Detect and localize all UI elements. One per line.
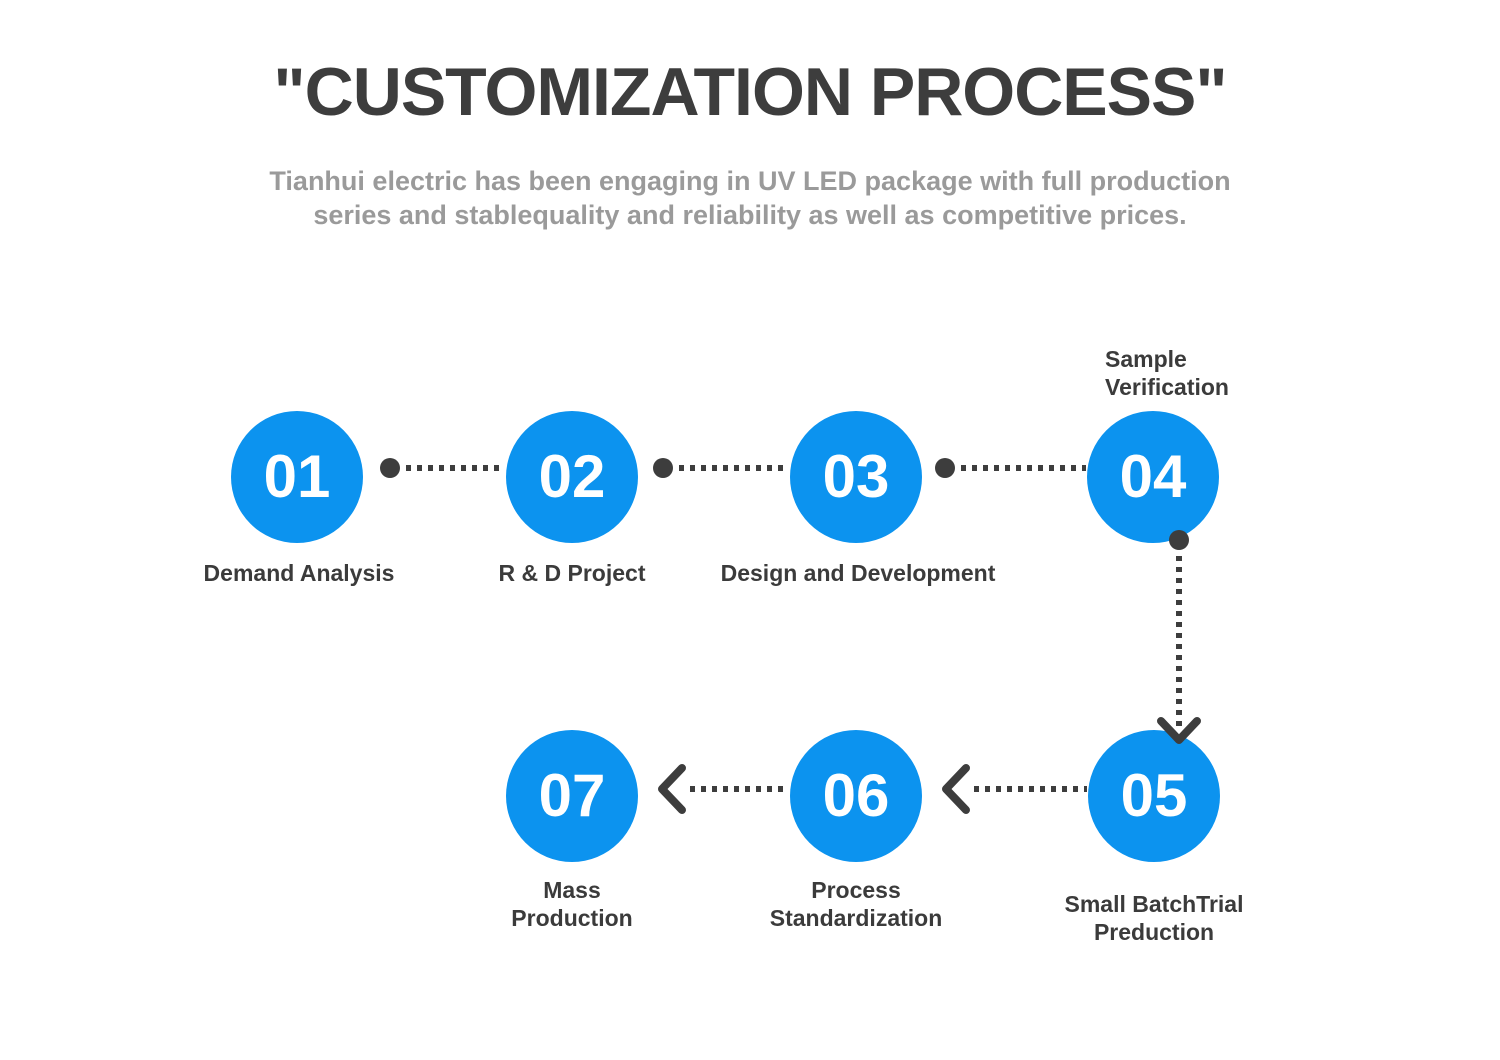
step-circle-06: 06	[790, 730, 922, 862]
page-title: "CUSTOMIZATION PROCESS"	[273, 54, 1227, 130]
step-label-small-batch-trial-line-2: Preduction	[1093, 919, 1215, 945]
step-label-process-standardization-line-2: Standardization	[769, 905, 943, 931]
step-label-mass-production: Mass Production	[511, 876, 632, 932]
page-subtitle-line-2: series and stablequality and reliability…	[313, 200, 1187, 230]
step-number-05: 05	[1120, 762, 1188, 829]
arrow-left-icon-2	[658, 764, 686, 814]
connector-dot-1	[380, 458, 400, 478]
step-circle-02: 02	[506, 411, 638, 543]
step-label-demand-analysis: Demand Analysis	[203, 560, 395, 586]
step-label-rd-project: R & D Project	[498, 560, 646, 586]
step-label-small-batch-trial-line-1: Small BatchTrial	[1064, 891, 1244, 917]
step-label-sample-verification: Sample Verification	[1105, 345, 1229, 401]
step-label-design-development: Design and Development	[720, 560, 996, 586]
arrow-left-icon-1	[942, 764, 970, 814]
step-label-mass-production-line-2: Production	[511, 905, 633, 931]
step-circle-03: 03	[790, 411, 922, 543]
step-circle-07: 07	[506, 730, 638, 862]
step-label-process-standardization-line-1: Process	[811, 877, 901, 903]
step-number-07: 07	[538, 762, 606, 829]
step-circle-05: 05	[1088, 730, 1220, 862]
page-subtitle: Tianhui electric has been engaging in UV…	[0, 164, 1500, 232]
step-label-sample-verification-line-1: Sample	[1105, 346, 1187, 372]
connector-dot-3	[935, 458, 955, 478]
step-number-01: 01	[263, 443, 331, 510]
step-number-06: 06	[822, 762, 890, 829]
connector-dot-2	[653, 458, 673, 478]
step-label-small-batch-trial: Small BatchTrial Preduction	[1065, 890, 1244, 946]
step-label-process-standardization: Process Standardization	[770, 876, 943, 932]
step-number-02: 02	[538, 443, 606, 510]
step-label-sample-verification-line-2: Verification	[1105, 374, 1229, 400]
page-subtitle-line-1: Tianhui electric has been engaging in UV…	[269, 166, 1231, 196]
step-number-04: 04	[1119, 443, 1187, 510]
step-circle-04: 04	[1087, 411, 1219, 543]
step-label-mass-production-line-1: Mass	[543, 877, 601, 903]
step-number-03: 03	[822, 443, 890, 510]
step-circle-01: 01	[231, 411, 363, 543]
